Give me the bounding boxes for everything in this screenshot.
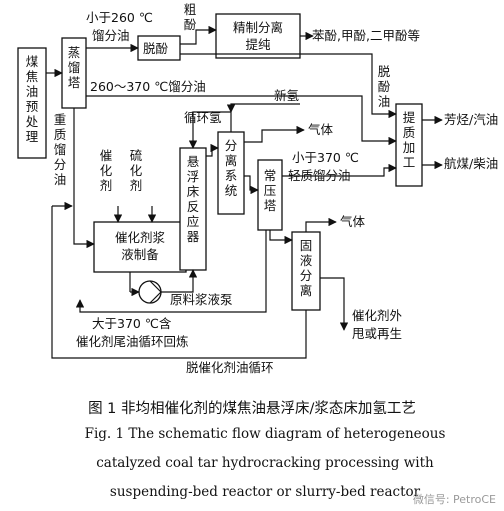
label-gt370-1: 大于370 ℃含 <box>92 316 172 331</box>
box-coal-tar-pretreatment: 煤焦油预处理 <box>17 47 47 159</box>
label-heavy-oil: 重质馏分油 <box>54 112 67 187</box>
label-catalyst-out-2: 甩或再生 <box>352 326 402 341</box>
label-jet-diesel: 航煤/柴油 <box>444 156 498 171</box>
label-catalyst-out-1: 催化剂外 <box>352 308 403 323</box>
label-new-h2: 新氢 <box>274 88 300 103</box>
label-pump: 原料浆液泵 <box>170 292 233 307</box>
label-gas-1: 气体 <box>308 122 334 137</box>
box-label: 悬浮床反应器 <box>187 154 200 244</box>
label-lt260: 小于260 ℃ <box>86 10 153 25</box>
label-crude-phenol: 粗酚 <box>184 2 197 32</box>
caption-english-line-3: suspending-bed reactor or slurry-bed rea… <box>109 484 421 500</box>
label-sulfiding: 硫化剂 <box>130 148 143 193</box>
label-lt260-oil: 馏分油 <box>92 28 130 43</box>
box-dephenolization: 脱酚 <box>137 35 181 61</box>
label-dephenol-oil: 脱酚油 <box>378 64 391 109</box>
box-label: 常压塔 <box>264 168 277 213</box>
box-label: 分离系统 <box>225 138 238 198</box>
caption-english-line-1: Fig. 1 The schematic flow diagram of het… <box>84 426 446 442</box>
box-upgrading: 提质加工 <box>395 103 423 187</box>
label-aromatics: 芳烃/汽油 <box>444 112 498 127</box>
box-separation-system: 分离系统 <box>217 131 245 215</box>
box-distillation-tower: 蒸馏塔 <box>61 37 87 109</box>
flow-lines <box>46 25 443 359</box>
box-refining-separation: 精制分离提纯 <box>215 13 301 59</box>
box-suspended-bed-reactor: 悬浮床反应器 <box>179 147 207 271</box>
box-label: 催化剂浆液制备 <box>115 230 166 262</box>
label-recycle-h2: 循环氢 <box>184 110 222 125</box>
box-label: 提质加工 <box>403 110 416 170</box>
label-lt370: 小于370 ℃ <box>292 150 359 165</box>
label-gas-2: 气体 <box>340 214 366 229</box>
box-label: 精制分离提纯 <box>233 20 283 52</box>
label-gt370-2: 催化剂尾油循环回炼 <box>76 334 189 349</box>
label-decat-oil: 脱催化剂油循环 <box>186 360 274 375</box>
watermark: 微信号: PetroCE <box>412 493 496 506</box>
box-catalyst-slurry-prep: 催化剂浆液制备 <box>93 221 187 273</box>
box-label: 蒸馏塔 <box>68 45 81 90</box>
box-label: 脱酚 <box>143 41 169 56</box>
slurry-pump-icon <box>138 280 162 304</box>
box-label: 煤焦油预处理 <box>26 54 39 144</box>
label-light-oil: 轻质馏分油 <box>288 168 351 183</box>
box-solid-liquid-separation: 固液分离 <box>291 231 321 311</box>
label-phenols: 苯酚,甲酚,二甲酚等 <box>312 28 420 43</box>
box-atmospheric-tower: 常压塔 <box>257 159 283 231</box>
label-260-370: 260～370 ℃馏分油 <box>90 79 206 94</box>
label-catalyst: 催化剂 <box>100 148 113 193</box>
box-label: 固液分离 <box>300 238 313 298</box>
process-flow-diagram: 煤焦油预处理 蒸馏塔 脱酚 精制分离提纯 催化剂浆液制备 悬浮床反应器 分离系统… <box>17 2 498 375</box>
caption-english-line-2: catalyzed coal tar hydrocracking process… <box>96 455 434 471</box>
caption-chinese: 图 1 非均相催化剂的煤焦油悬浮床/浆态床加氢工艺 <box>88 401 416 417</box>
flow-labels: 小于260 ℃ 馏分油 粗酚 苯酚,甲酚,二甲酚等 260～370 ℃馏分油 脱… <box>54 2 498 375</box>
